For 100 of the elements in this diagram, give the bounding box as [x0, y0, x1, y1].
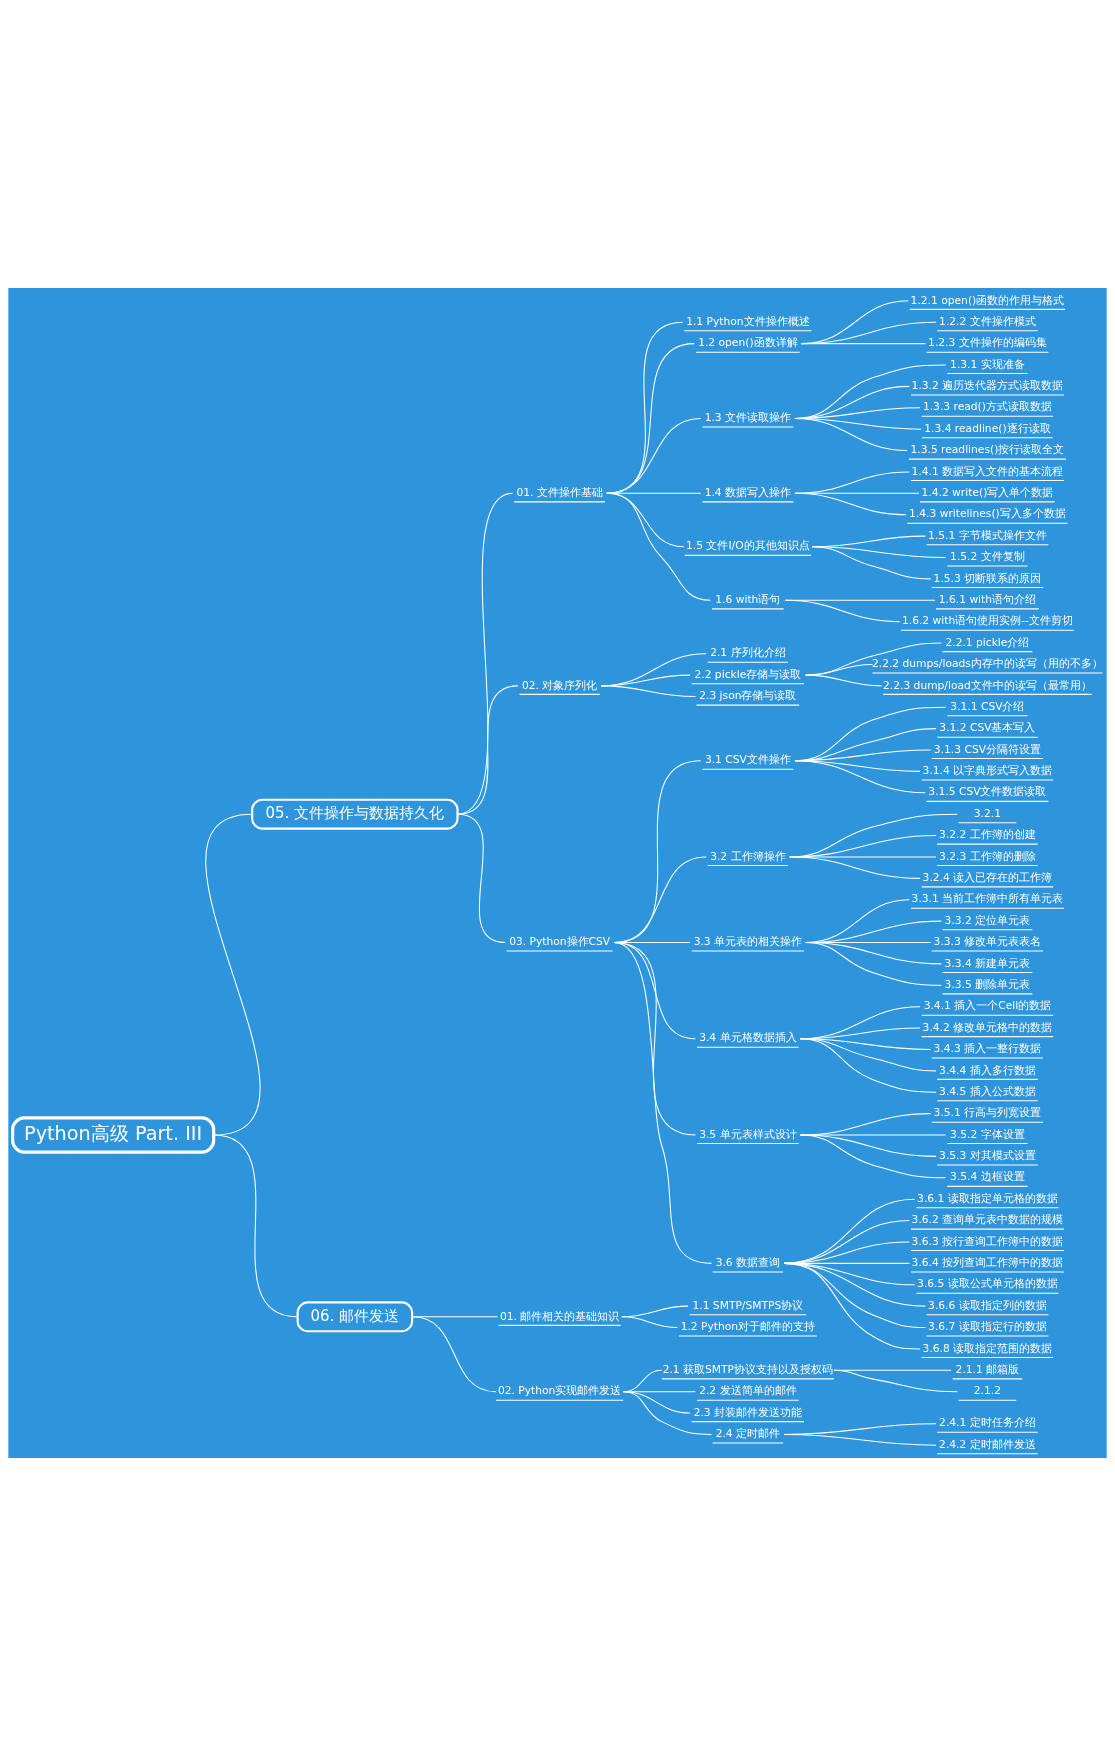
connector	[794, 760, 926, 794]
node-text: 3.6.3 按行查询工作簿中的数据	[911, 1234, 1064, 1248]
node-text: 3.2.4 读入已存在的工作簿	[922, 871, 1053, 885]
connector	[205, 813, 261, 1136]
node-text: 1.6.2 with语句使用实例--文件剪切	[901, 614, 1073, 628]
node-text: 1.4.1 数据写入文件的基本流程	[911, 464, 1064, 478]
node-text: 1.3.1 实现准备	[950, 357, 1025, 371]
connector	[799, 1134, 947, 1179]
node-text: 01. 邮件相关的基础知识	[499, 1309, 620, 1323]
node-text: 3.4.3 插入一整行数据	[933, 1042, 1042, 1056]
connector	[799, 1038, 937, 1093]
connector	[789, 856, 921, 879]
node-text: 1.4 数据写入操作	[704, 486, 792, 500]
node-text: 02. 对象序列化	[521, 678, 598, 692]
node-text: 1.2.1 open()函数的作用与格式	[910, 293, 1065, 307]
node-text: 3.1.3 CSV分隔符设置	[933, 742, 1041, 756]
node-box: 05. 文件操作与数据持久化	[251, 798, 459, 830]
node-text: 3.2.2 工作簿的创建	[939, 828, 1036, 842]
node-text: 3.5.4 边框设置	[950, 1170, 1025, 1184]
node-text: 2.2.1 pickle介绍	[945, 635, 1030, 649]
connector	[600, 685, 696, 698]
node-text: 3.3.4 新建单元表	[944, 956, 1031, 970]
connector	[784, 599, 901, 623]
node-text: 1.3.3 read()方式读取数据	[922, 400, 1052, 414]
connector	[805, 674, 883, 687]
node-text: 3.6.1 读取指定单元格的数据	[917, 1191, 1058, 1205]
connector	[606, 492, 711, 601]
node-text: 1.4.3 writelines()写入多个数据	[909, 507, 1066, 521]
connector	[800, 321, 937, 345]
node-text: 2.1.2	[973, 1384, 1002, 1398]
node-text: 3.6.6 读取指定列的数据	[928, 1298, 1047, 1312]
node-text: 2.4.2 定时邮件发送	[939, 1437, 1036, 1451]
node-text: 3.5.1 行高与列宽设置	[933, 1106, 1042, 1120]
node-text: 2.4 定时邮件	[715, 1427, 781, 1441]
connector	[833, 1369, 958, 1393]
node-text: 1.3.2 遍历迭代器方式读取数据	[911, 379, 1064, 393]
node-text: 1.3.5 readlines()按行读取全文	[910, 443, 1065, 457]
connector	[621, 1316, 678, 1329]
node-text: 3.3.1 当前工作簿中所有单元表	[911, 892, 1064, 906]
node-text: 3.6.5 读取公式单元格的数据	[917, 1277, 1058, 1291]
node-text: 2.2 pickle存储与读取	[694, 667, 802, 681]
node-text: 1.5.3 切断联系的原因	[933, 571, 1042, 585]
node-text: 01. 文件操作基础	[516, 486, 603, 500]
connector	[622, 1391, 713, 1435]
node-text: 1.2 Python对于邮件的支持	[680, 1320, 816, 1334]
connector	[794, 417, 908, 452]
connector	[412, 1316, 497, 1393]
node-text: 3.6.4 按列查询工作簿中的数据	[911, 1256, 1064, 1270]
node-text: 1.2.2 文件操作模式	[939, 314, 1036, 328]
node-text: 1.2 open()函数详解	[698, 336, 798, 350]
connector	[613, 942, 713, 1264]
connector	[213, 1134, 298, 1318]
connector	[805, 642, 942, 676]
node-text: 3.4.4 插入多行数据	[939, 1063, 1036, 1077]
connector	[800, 343, 926, 345]
node-text: 3.1.5 CSV文件数据读取	[928, 785, 1047, 799]
node-text: 1.4.2 write()写入单个数据	[921, 486, 1054, 500]
node-text: 02. Python实现邮件发送	[497, 1384, 622, 1398]
node-text: 2.1 序列化介绍	[710, 646, 786, 660]
node-text: 3.4 单元格数据插入	[699, 1031, 797, 1045]
node-text: 3.2.1	[973, 806, 1002, 820]
connector	[456, 685, 519, 815]
node-text: 3.6.7 读取指定行的数据	[928, 1320, 1047, 1334]
node-text: 2.2.2 dumps/loads内存中的读写（用的不多）	[871, 657, 1103, 671]
node-text: 1.3 文件读取操作	[704, 411, 792, 425]
node-text: 3.3.3 修改单元表表名	[933, 935, 1042, 949]
node-text: 2.2.3 dump/load文件中的读写（最常用）	[883, 678, 1092, 692]
connector	[811, 546, 932, 580]
connector	[783, 1262, 921, 1350]
node-text: 3.4.5 插入公式数据	[939, 1084, 1036, 1098]
node-text: 2.4.1 定时任务介绍	[939, 1416, 1036, 1430]
node-text: 2.3 json存储与读取	[699, 689, 797, 703]
node-text: 3.6.2 查询单元表中数据的规模	[911, 1213, 1064, 1227]
node-text: 1.6 with语句	[715, 592, 781, 606]
node-text: 3.3.5 删除单元表	[944, 977, 1031, 991]
connector	[805, 663, 873, 676]
node-text: 1.5.2 文件复制	[950, 550, 1025, 564]
node-text: 3.4.1 插入一个Cell的数据	[923, 999, 1052, 1013]
node-text: 2.3 封装邮件发送功能	[693, 1405, 803, 1419]
node-text: 3.1 CSV文件操作	[704, 753, 791, 767]
node-text: 3.1.4 以字典形式写入数据	[922, 764, 1053, 778]
connector	[805, 942, 942, 986]
node-text: 1.3.4 readline()逐行读取	[924, 421, 1051, 435]
connector	[783, 1433, 937, 1446]
connector	[456, 813, 506, 944]
node-text: 03. Python操作CSV	[509, 935, 611, 949]
node-text: 3.5 单元表样式设计	[699, 1127, 797, 1141]
node-text: 3.6 数据查询	[715, 1256, 781, 1270]
node-text: 2.1.1 邮箱版	[955, 1362, 1020, 1376]
node-text: 3.6.8 读取指定范围的数据	[922, 1341, 1053, 1355]
node-text: 2.2 发送简单的邮件	[699, 1384, 797, 1398]
connector	[606, 417, 702, 494]
node-text: 3.3.2 定位单元表	[944, 913, 1031, 927]
node-text: 1.5 文件I/O的其他知识点	[686, 539, 810, 553]
node-text: 3.5.2 字体设置	[950, 1127, 1025, 1141]
node-text: 3.2.3 工作簿的删除	[939, 849, 1036, 863]
node-text: 1.5.1 字节模式操作文件	[928, 528, 1047, 542]
node-box: Python高级 Part. III	[11, 1116, 216, 1154]
node-text: 1.2.3 文件操作的编码集	[928, 336, 1047, 350]
node-text: 1.6.1 with语句介绍	[938, 592, 1037, 606]
